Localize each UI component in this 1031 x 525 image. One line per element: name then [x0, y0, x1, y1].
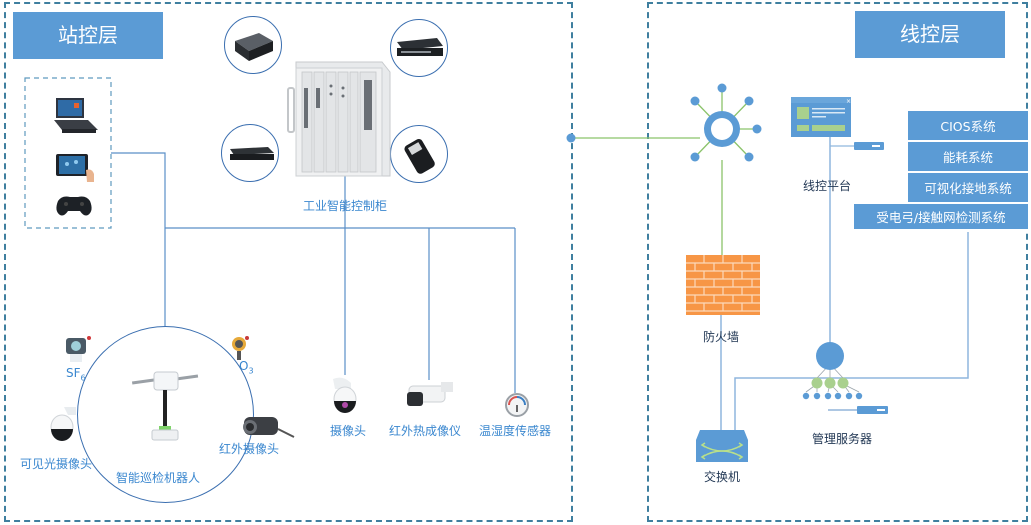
station-layer-title: 站控层 — [13, 12, 163, 59]
layer-link-node — [566, 133, 576, 143]
terminal-group-frame — [24, 77, 112, 229]
control-cabinet-icon — [287, 61, 391, 177]
visible-camera-label: 可见光摄像头 — [20, 457, 93, 471]
system-cios: CIOS系统 — [907, 110, 1029, 141]
rack-switch-icon — [397, 38, 443, 56]
line-layer-title: 线控层 — [855, 11, 1005, 58]
management-server-icon — [802, 342, 888, 414]
tablet-icon — [56, 154, 94, 182]
temp-humidity-sensor-icon — [505, 393, 529, 417]
terminal-link — [111, 152, 166, 228]
platform-label: 线控平台 — [803, 179, 852, 193]
network-box-frame — [221, 124, 279, 182]
handheld-device-icon — [404, 138, 435, 174]
embedded-pc-icon — [235, 33, 273, 61]
o3-detector-icon — [232, 336, 249, 360]
embedded-pc-frame — [224, 16, 282, 74]
system-pantograph: 受电弓/接触网检测系统 — [853, 203, 1029, 230]
inspection-robot-icon — [131, 371, 199, 441]
field-device-label-thermal: 红外热成像仪 — [389, 424, 462, 438]
dome-camera-icon — [333, 377, 357, 413]
rack-switch-frame — [390, 19, 448, 77]
line-layer-zone — [647, 2, 1028, 522]
sf6-detector-icon — [66, 336, 91, 362]
system-energy: 能耗系统 — [907, 141, 1029, 172]
system-grounding: 可视化接地系统 — [907, 172, 1029, 203]
laptop-console-icon — [54, 98, 98, 133]
line-control-platform-icon: × — [791, 97, 884, 150]
cabinet-label: 工业智能控制柜 — [303, 199, 388, 213]
switch-to-server — [734, 232, 969, 430]
sf6-label: SF6 — [66, 366, 86, 383]
visible-camera-icon — [50, 407, 76, 441]
network-hub-icon — [690, 83, 762, 162]
field-device-label-camera: 摄像头 — [330, 424, 367, 438]
ir-camera-label: 红外摄像头 — [219, 442, 280, 456]
handheld-device-frame — [390, 125, 448, 183]
o3-label: O3 — [239, 359, 254, 376]
firewall-icon — [686, 255, 760, 315]
ir-camera-icon — [243, 417, 295, 438]
robot-group-circle — [77, 326, 254, 503]
network-box-icon — [230, 147, 274, 160]
field-device-label-sensor: 温湿度传感器 — [479, 424, 552, 438]
svg-text:×: × — [846, 98, 851, 105]
firewall-label: 防火墙 — [703, 330, 740, 344]
thermal-imager-icon — [407, 382, 453, 406]
server-label: 管理服务器 — [812, 432, 873, 446]
gamepad-icon — [56, 196, 92, 216]
network-switch-icon — [696, 430, 748, 462]
switch-label: 交换机 — [704, 470, 741, 484]
robot-label: 智能巡检机器人 — [116, 471, 201, 485]
station-layer-zone — [4, 2, 573, 522]
